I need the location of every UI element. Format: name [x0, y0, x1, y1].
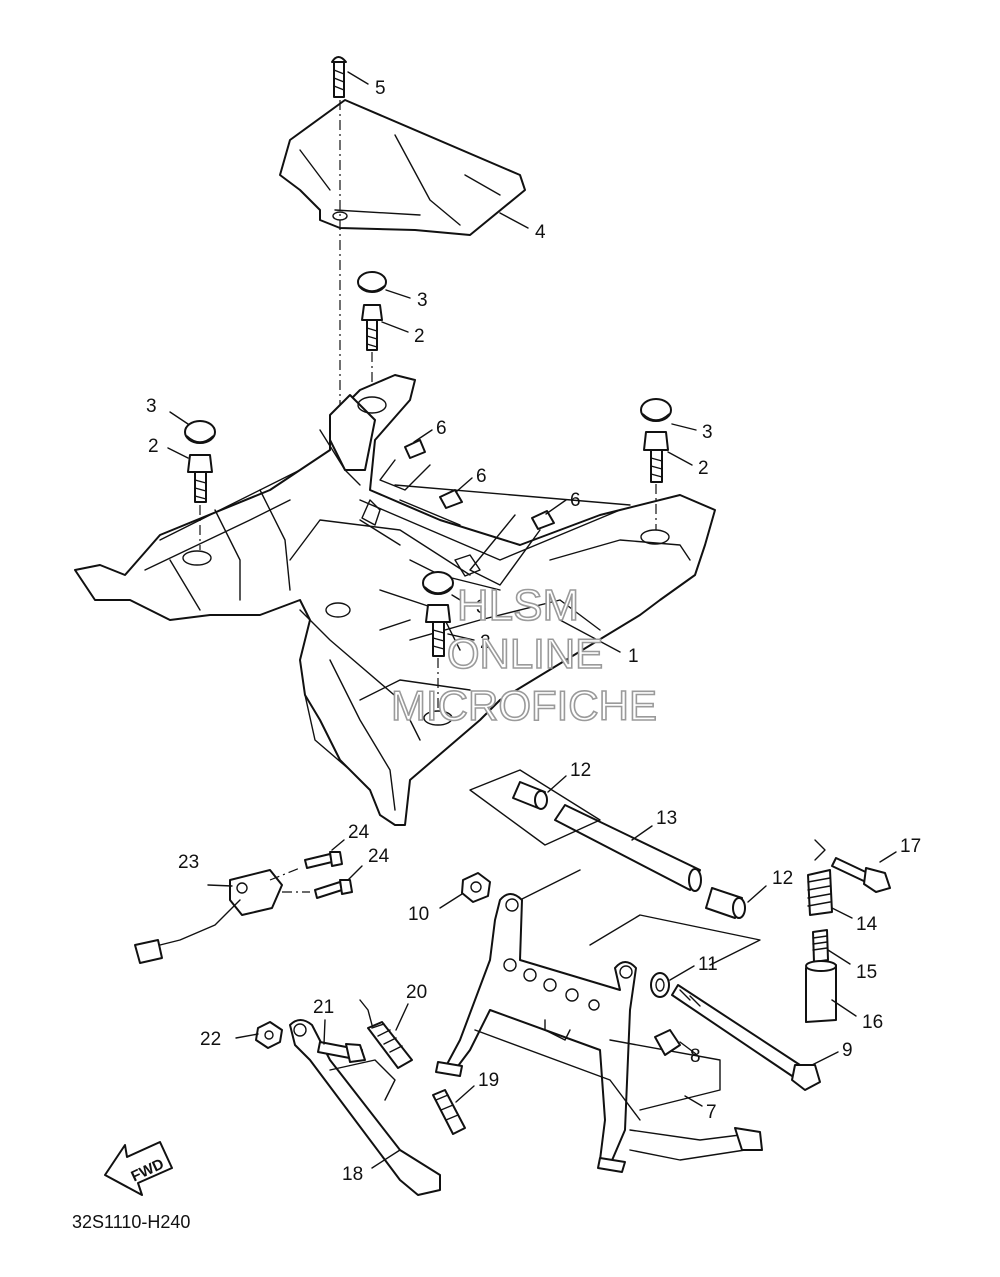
callout-2-left: 2 [148, 436, 159, 457]
callout-23: 23 [178, 852, 199, 873]
leader-lines [167, 71, 897, 1169]
callout-10: 10 [408, 904, 429, 925]
part-5-screw [331, 56, 347, 98]
callout-13: 13 [656, 808, 677, 829]
watermark-line3: MICROFICHE [391, 682, 657, 729]
part-1-floor-board [74, 374, 716, 826]
callout-12-top: 12 [570, 760, 591, 781]
part-3-grommet-top [357, 271, 387, 293]
callout-3-top: 3 [417, 290, 428, 311]
part-2-bolt-right [643, 431, 669, 530]
callout-17: 17 [900, 836, 921, 857]
part-16-sleeve [805, 960, 837, 1023]
part-18-side-stand [289, 1019, 441, 1196]
part-3-grommet-left [184, 420, 216, 444]
fwd-arrow-icon: FWD [104, 1141, 173, 1196]
callout-14: 14 [856, 914, 878, 935]
part-24-screw-lower [314, 879, 353, 899]
callout-3-left: 3 [146, 396, 157, 417]
part-23-sidestand-switch [134, 869, 283, 964]
part-6-clip-2 [439, 489, 463, 509]
callout-22: 20 [406, 982, 427, 1003]
callout-2-right: 2 [698, 458, 709, 479]
callout-3-right: 3 [702, 422, 713, 443]
watermark-line1: HLSM [457, 581, 579, 630]
watermark-line2: ONLINE [447, 630, 603, 677]
part-11-washer [650, 972, 670, 998]
callout-24-lower: 24 [368, 846, 390, 867]
part-15-spring [812, 929, 829, 963]
callout-8: 8 [690, 1046, 701, 1067]
part-3-grommet-right [640, 398, 672, 422]
watermark: HLSM ONLINE MICROFICHE [390, 580, 658, 730]
callout-7: 7 [706, 1102, 717, 1123]
main-stand [435, 893, 763, 1173]
part-6-clip-3 [469, 510, 555, 586]
part-17-bolt [831, 857, 891, 893]
callout-6-c: 6 [570, 490, 581, 511]
part-6-clip-1 [379, 439, 431, 491]
callout-6-a: 6 [436, 418, 447, 439]
part-13-pivot-shaft [554, 804, 702, 892]
callout-15: 15 [856, 962, 877, 983]
callout-6-b: 6 [476, 466, 487, 487]
part-4-cover-panel [279, 99, 526, 236]
part-19-bolt [317, 1041, 366, 1063]
part-3-grommet-center [422, 571, 454, 595]
callout-5: 5 [375, 78, 386, 99]
callout-2-top: 2 [414, 326, 425, 347]
callout-frame-12-13 [469, 769, 601, 846]
callout-19: 21 [313, 997, 334, 1018]
callout-18: 18 [342, 1164, 363, 1185]
callout-12-bottom: 12 [772, 868, 793, 889]
part-2-bolt-top [361, 304, 383, 400]
diagram-code: 32S1110-H240 [72, 1212, 190, 1232]
callout-9: 9 [842, 1040, 853, 1061]
callout-4: 4 [535, 222, 546, 243]
part-8-stopper [654, 1029, 681, 1056]
callout-1: 1 [628, 646, 639, 667]
part-12-collar-bottom [705, 887, 746, 919]
part-9-long-bolt [671, 984, 821, 1091]
part-24-screw-upper [304, 851, 343, 869]
callout-20: 22 [200, 1029, 221, 1050]
callout-2-center: 2 [480, 632, 491, 653]
part-10-nut [461, 872, 491, 903]
callout-16: 16 [862, 1012, 883, 1033]
part-2-bolt-left [187, 454, 213, 550]
callout-11: 11 [698, 954, 718, 975]
part-14-spring [807, 869, 833, 916]
part-22-spring [359, 999, 413, 1069]
callout-3-center: 3 [476, 597, 487, 618]
callout-frame-11-12 [589, 914, 761, 966]
callout-21: 19 [478, 1070, 499, 1091]
spring-hook-top [814, 839, 826, 861]
part-12-collar-top [512, 781, 548, 810]
callout-labels: 5 4 3 2 3 2 3 2 6 6 6 3 2 1 12 13 12 10 … [146, 78, 921, 1185]
part-21-spring [432, 1089, 466, 1135]
callout-24-upper: 24 [348, 822, 370, 843]
part-2-bolt-center [425, 604, 451, 710]
part-20-nut [255, 1021, 283, 1049]
